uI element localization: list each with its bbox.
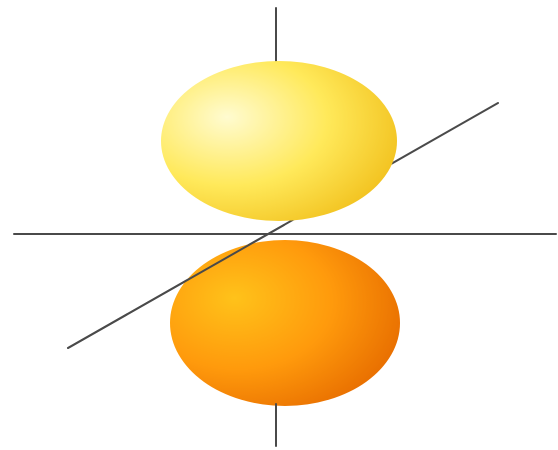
lower-lobe bbox=[170, 240, 400, 406]
diagonal-axis-front bbox=[67, 224, 285, 349]
upper-lobe bbox=[161, 61, 397, 221]
